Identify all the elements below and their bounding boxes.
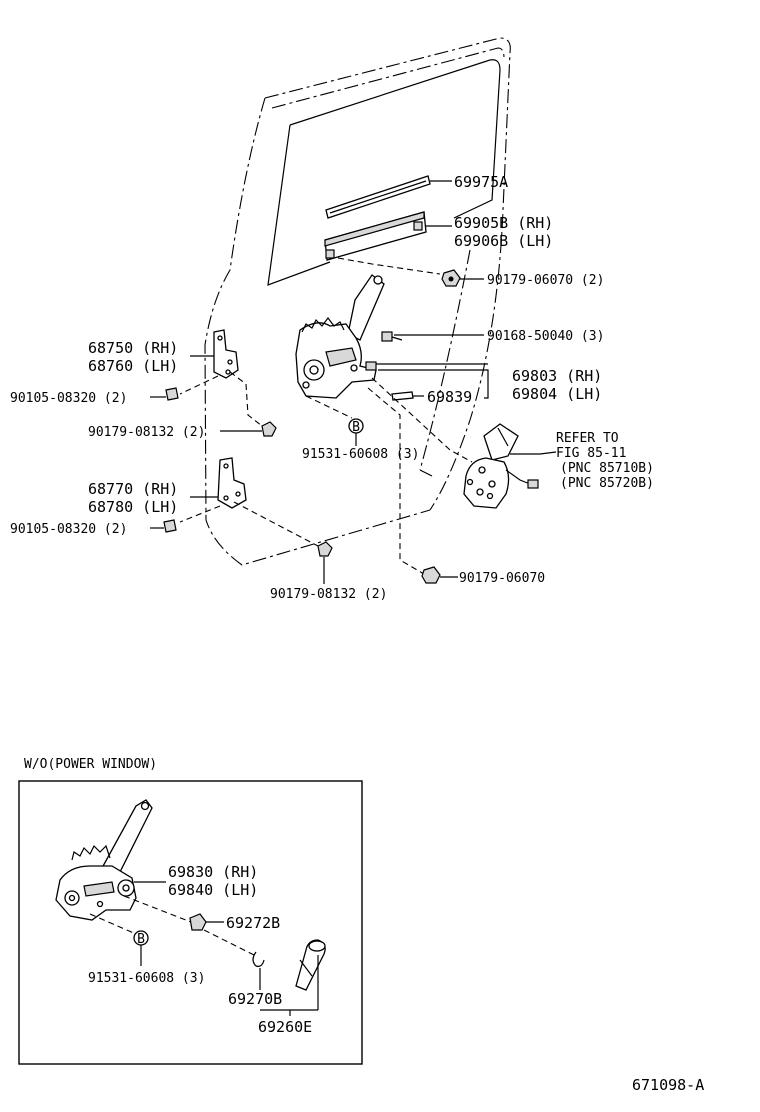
manual-regulator: [55, 799, 166, 921]
refer-line-2: FIG 85-11: [556, 446, 626, 461]
nut-90179-08132-lower: [317, 541, 333, 584]
inset-manual-window: W/O(POWER WINDOW) B: [18, 757, 363, 1065]
marker-b-1: B: [348, 418, 364, 446]
label-69803: 69803 (RH): [512, 367, 602, 385]
handle-69260E: [295, 939, 326, 1010]
bolt-90179-06070-upper: [441, 269, 484, 287]
label-90105-lower: 90105-08320 (2): [10, 522, 127, 537]
label-90105-upper: 90105-08320 (2): [10, 391, 127, 406]
label-69270B: 69270B: [228, 990, 282, 1008]
label-68780: 68780 (LH): [88, 498, 178, 516]
clip-69270B: [252, 951, 265, 990]
window-motor: [463, 423, 557, 509]
label-69839: 69839: [427, 388, 472, 406]
bolt-90179-06070-lower: [421, 566, 458, 584]
hinge-lower-68770: [190, 457, 247, 509]
bolt-90105-lower: [150, 519, 177, 533]
label-69804: 69804 (LH): [512, 385, 602, 403]
refer-line-1: REFER TO: [556, 431, 619, 446]
label-91531-60608: 91531-60608 (3): [302, 447, 419, 462]
label-69260E: 69260E: [258, 1018, 312, 1036]
run-strip-69975A: [325, 175, 452, 219]
hinge-upper-68750: [190, 329, 239, 379]
inset-marker-b: B: [133, 930, 149, 966]
refer-line-3: (PNC 85710B): [560, 461, 654, 476]
nut-90179-08132-upper: [220, 421, 277, 437]
label-69975A: 69975A: [454, 173, 508, 191]
refer-line-4: (PNC 85720B): [560, 476, 654, 491]
bolt-90168-50040: [381, 331, 484, 342]
window-regulator: [295, 274, 385, 399]
label-69905B: 69905B (RH): [454, 214, 553, 232]
label-90179-06070: 90179-06070: [459, 571, 545, 586]
roller-69839: [391, 391, 424, 401]
label-90179-06070-2: 90179-06070 (2): [487, 273, 604, 288]
label-90179-08132-upper: 90179-08132 (2): [88, 425, 205, 440]
label-90168-50040: 90168-50040 (3): [487, 329, 604, 344]
label-68750: 68750 (RH): [88, 339, 178, 357]
label-68770: 68770 (RH): [88, 480, 178, 498]
label-69272B: 69272B: [226, 914, 280, 932]
inset-frame: [18, 780, 363, 1065]
svg-text:B: B: [137, 932, 145, 947]
label-inset-91531: 91531-60608 (3): [88, 971, 205, 986]
label-69830: 69830 (RH): [168, 863, 258, 881]
label-69840: 69840 (LH): [168, 881, 258, 899]
bolt-90105-upper: [150, 387, 179, 401]
label-68760: 68760 (LH): [88, 357, 178, 375]
callout-labels: 69975A 69905B (RH) 69906B (LH) 90179-060…: [10, 173, 654, 602]
svg-text:B: B: [352, 420, 360, 435]
inset-title: W/O(POWER WINDOW): [24, 757, 157, 772]
label-90179-08132-lower: 90179-08132 (2): [270, 587, 387, 602]
washer-69272B: [189, 913, 224, 931]
figure-id: 671098-A: [632, 1076, 704, 1094]
lower-channel-69905B: [324, 211, 452, 261]
door-outline: [204, 37, 511, 566]
label-69906B: 69906B (LH): [454, 232, 553, 250]
